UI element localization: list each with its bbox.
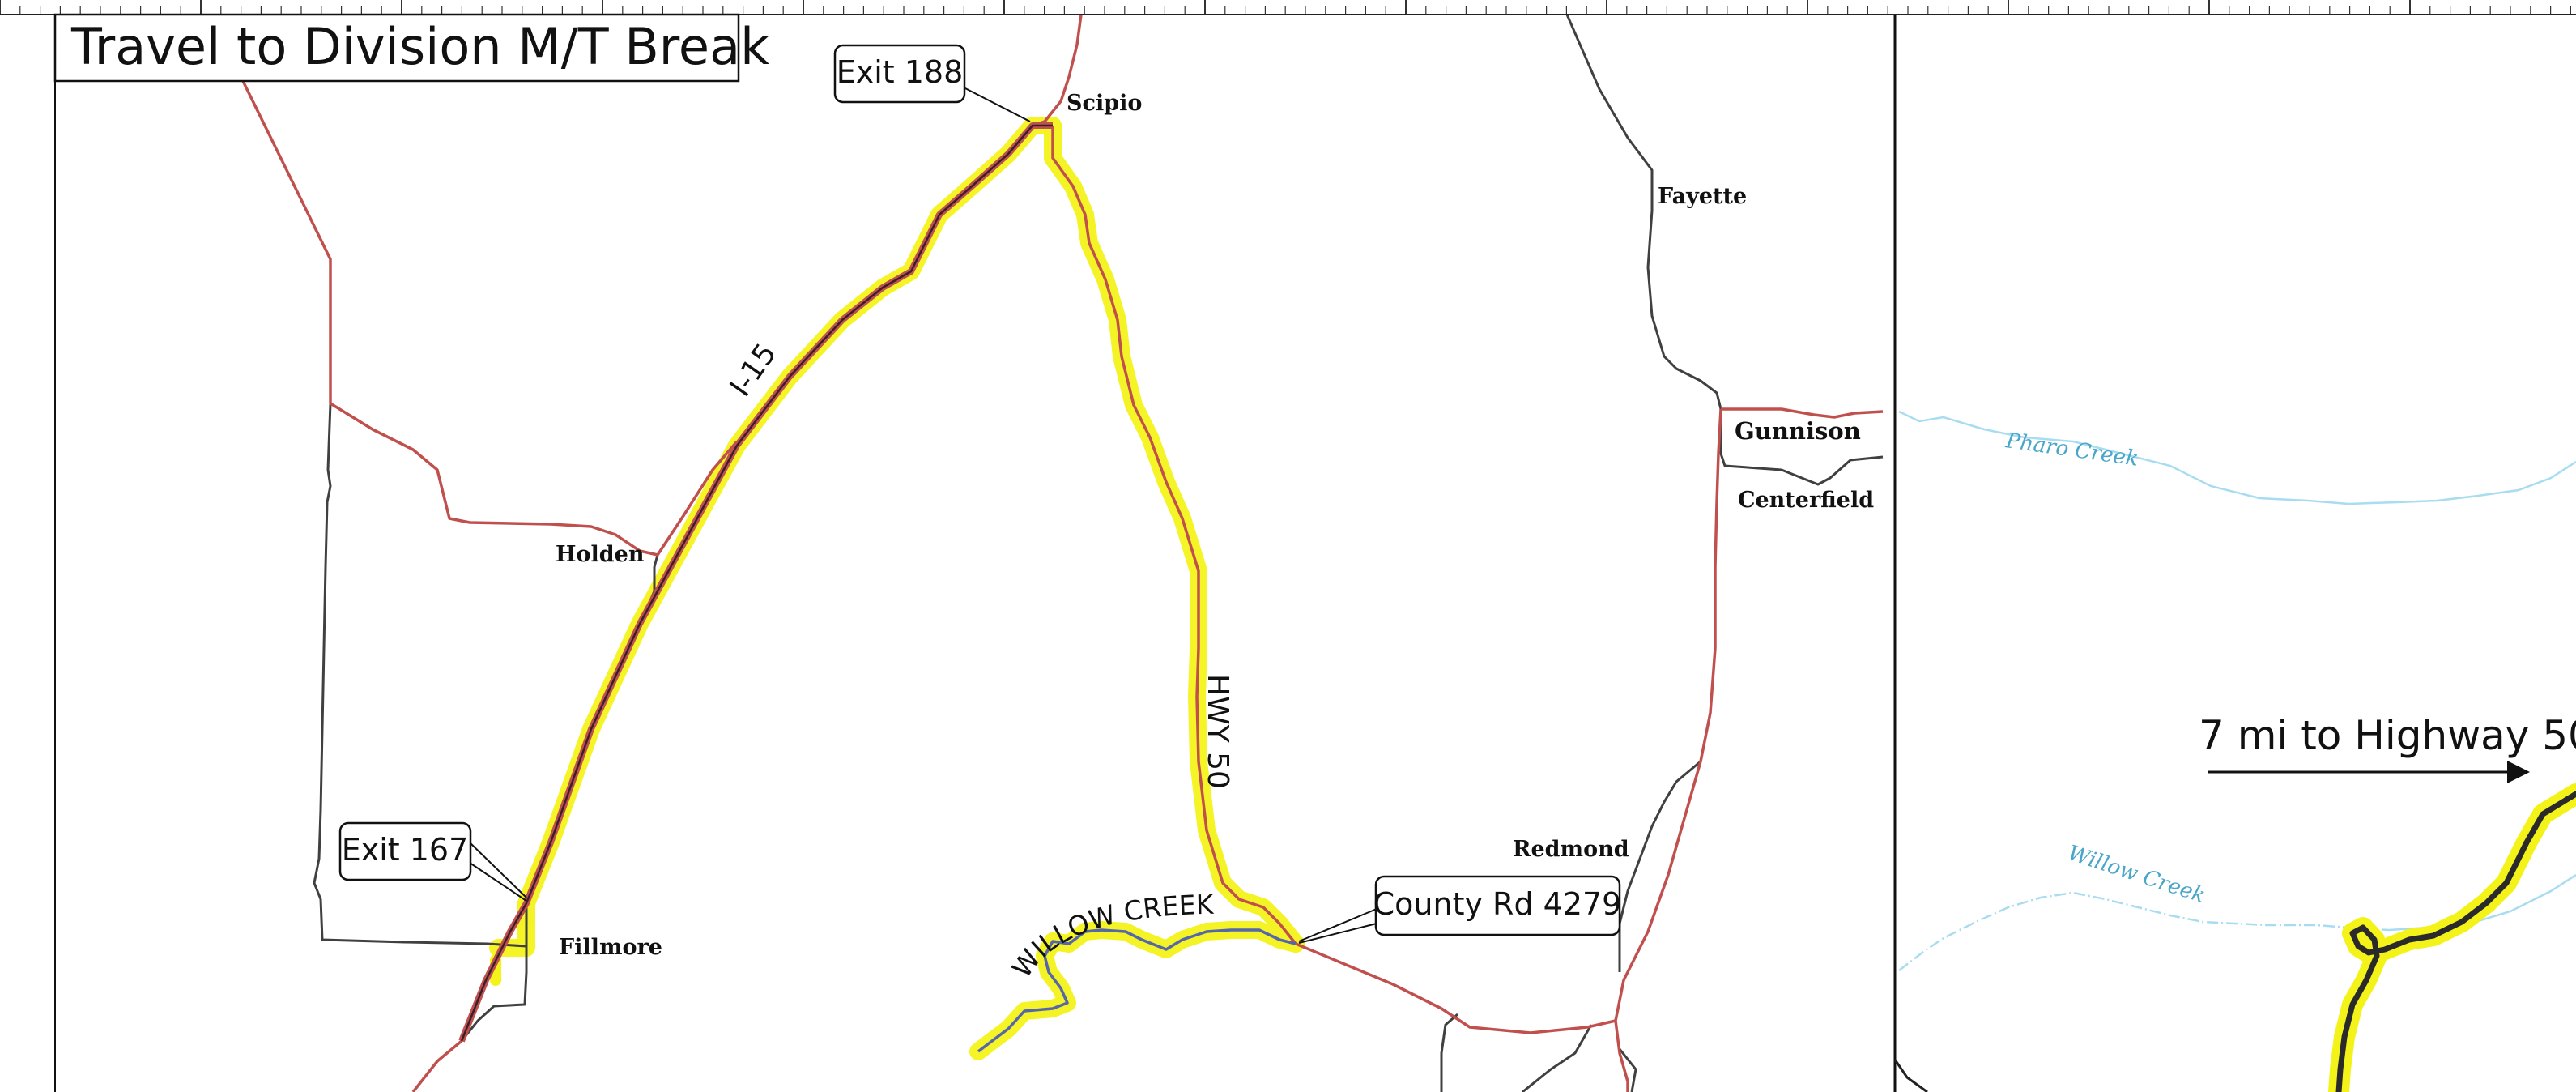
route-hwy50-highlight: [1044, 117, 1305, 953]
callout-exit-167-text: Exit 167: [342, 832, 469, 868]
callout-county-rd-leader-a: [1298, 923, 1377, 944]
map-title-frame: [53, 13, 740, 83]
map-title-box: Travel to Division M/T Break: [53, 13, 769, 83]
callout-exit-167-leader-a: [469, 842, 527, 898]
town-label-gunnison: Gunnison: [1735, 417, 1861, 445]
town-label-fayette: Fayette: [1658, 184, 1747, 209]
willow-creek-rd-line: [977, 928, 1297, 1053]
callout-county-rd-4279: County Rd 4279: [1298, 875, 1622, 944]
fayette-road: [1565, 14, 1884, 486]
interstate-15: [458, 122, 1053, 1043]
highway-south-exit: [411, 1039, 463, 1092]
callout-exit-167-leader-b: [469, 862, 527, 902]
callout-county-rd-leader-b: [1298, 908, 1377, 942]
highway-north-scipio: [1032, 14, 1083, 127]
callout-exit-188-box: [833, 44, 966, 104]
i15-centerline: [460, 124, 1053, 1042]
route-i15-highlight: [517, 117, 1062, 912]
inset-map: Pharo Creek Willow Creek 7 mi to Highway…: [1893, 410, 2576, 1092]
callout-exit-188: Exit 188: [833, 44, 1031, 122]
callout-exit-167-box: [338, 821, 472, 881]
pharo-creek-line: [1898, 410, 2576, 505]
road-label-hwy50: HWY 50: [1201, 674, 1234, 789]
town-label-centerfield: Centerfield: [1738, 488, 1874, 513]
callout-exit-188-leader: [963, 87, 1031, 122]
town-label-holden: Holden: [556, 542, 645, 567]
creek-label-pharo: Pharo Creek: [2003, 429, 2140, 471]
inset-corner-road: [1893, 1059, 1928, 1092]
hwy50-line: [1051, 126, 1297, 945]
town-label-redmond: Redmond: [1513, 837, 1629, 862]
willow-creek-line: [1898, 891, 2390, 971]
callout-county-rd-box: [1374, 875, 1621, 936]
inset-distance-note: 7 mi to Highway 50: [2199, 712, 2576, 759]
highway-nw: [241, 80, 739, 557]
willow-creek-rd-label-text: WILLOW CREEK RD: [0, 0, 1222, 983]
i15-casing: [458, 122, 1053, 1043]
highway-gunnison-ns: [1614, 408, 1722, 1092]
map-title: Travel to Division M/T Break: [70, 17, 769, 76]
highways: [241, 14, 1884, 1092]
top-ruler: [0, 0, 2571, 15]
main-map: Scipio Fayette Gunnison Centerfield Hold…: [0, 0, 1884, 1092]
fillmore-south-road: [460, 903, 528, 1042]
highway-gunnison-ew: [1721, 407, 1884, 419]
callout-county-rd-text: County Rd 4279: [1373, 886, 1622, 922]
south-road-c: [1618, 1048, 1637, 1092]
inset-distance-arrow-head: [2507, 761, 2530, 783]
callout-exit-188-text: Exit 188: [837, 54, 964, 90]
south-road-b: [1522, 1024, 1593, 1092]
town-label-fillmore: Fillmore: [559, 935, 662, 960]
redmond-road: [1618, 760, 1701, 972]
road-label-willow-creek-rd: WILLOW CREEK RD: [0, 0, 1222, 983]
creek-label-willow: Willow Creek: [2065, 841, 2208, 908]
inset-route-line: [2335, 791, 2576, 1092]
town-label-scipio: Scipio: [1067, 91, 1142, 116]
callout-exit-167: Exit 167: [338, 821, 527, 902]
south-road-a: [1440, 1013, 1458, 1092]
cr4279-east: [1295, 942, 1616, 1034]
west-road: [313, 403, 527, 948]
